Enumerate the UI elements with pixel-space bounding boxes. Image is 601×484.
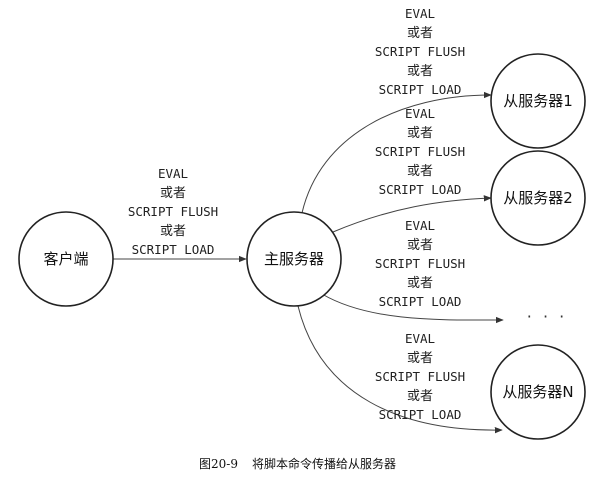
edge-label-eval: EVAL: [158, 166, 188, 181]
edge-label-eval: EVAL: [405, 6, 435, 21]
caption-text: 将脚本命令传播给从服务器: [252, 456, 396, 471]
edge-label-or: 或者: [160, 224, 186, 239]
slaveN-label: 从服务器N: [502, 383, 573, 401]
more-slaves-ellipsis: · · ·: [527, 307, 567, 326]
edge-label-script-load: SCRIPT LOAD: [132, 242, 215, 257]
edge-label-script-flush: SCRIPT FLUSH: [375, 44, 465, 59]
slaveN-node: 从服务器N: [490, 344, 586, 440]
edge-label-script-load: SCRIPT LOAD: [379, 182, 462, 197]
edge-label-client-master: EVAL 或者 SCRIPT FLUSH 或者 SCRIPT LOAD: [128, 166, 218, 257]
edge-label-script-flush: SCRIPT FLUSH: [375, 369, 465, 384]
edge-label-or: 或者: [160, 186, 186, 201]
edge-label-master-slave2: EVAL 或者 SCRIPT FLUSH 或者 SCRIPT LOAD: [375, 106, 465, 197]
edge-label-script-load: SCRIPT LOAD: [379, 82, 462, 97]
edge-label-eval: EVAL: [405, 106, 435, 121]
edge-label-script-load: SCRIPT LOAD: [379, 407, 462, 422]
edge-label-script-load: SCRIPT LOAD: [379, 294, 462, 309]
master-node: 主服务器: [246, 211, 342, 307]
edge-label-eval: EVAL: [405, 331, 435, 346]
slave1-node: 从服务器1: [490, 53, 586, 149]
edge-label-master-slaveN: EVAL 或者 SCRIPT FLUSH 或者 SCRIPT LOAD: [375, 331, 465, 422]
slave2-label: 从服务器2: [503, 189, 573, 207]
edge-label-or: 或者: [407, 389, 433, 404]
edge-label-or: 或者: [407, 276, 433, 291]
slave1-label: 从服务器1: [503, 92, 573, 110]
master-label: 主服务器: [264, 250, 324, 268]
edge-label-script-flush: SCRIPT FLUSH: [375, 256, 465, 271]
edge-master-to-slaveN: [297, 305, 503, 434]
edge-label-or: 或者: [407, 26, 433, 41]
edge-label-or: 或者: [407, 351, 433, 366]
caption-number: 图20-9: [199, 457, 238, 471]
edge-label-eval: EVAL: [405, 218, 435, 233]
edge-label-or: 或者: [407, 126, 433, 141]
edge-label-script-flush: SCRIPT FLUSH: [128, 204, 218, 219]
edge-master-to-slave2: [332, 195, 492, 233]
figure-caption: 图20-9 将脚本命令传播给从服务器: [199, 456, 396, 471]
edge-label-master-more: EVAL 或者 SCRIPT FLUSH 或者 SCRIPT LOAD: [375, 218, 465, 309]
edge-master-to-more: [321, 293, 504, 324]
edge-master-to-slave1: [301, 91, 492, 214]
client-label: 客户端: [43, 250, 88, 268]
edge-label-script-flush: SCRIPT FLUSH: [375, 144, 465, 159]
edge-label-or: 或者: [407, 238, 433, 253]
edge-label-or: 或者: [407, 64, 433, 79]
edge-label-or: 或者: [407, 164, 433, 179]
edge-label-master-slave1: EVAL 或者 SCRIPT FLUSH 或者 SCRIPT LOAD: [375, 6, 465, 97]
client-node: 客户端: [18, 211, 114, 307]
slave2-node: 从服务器2: [490, 150, 586, 246]
